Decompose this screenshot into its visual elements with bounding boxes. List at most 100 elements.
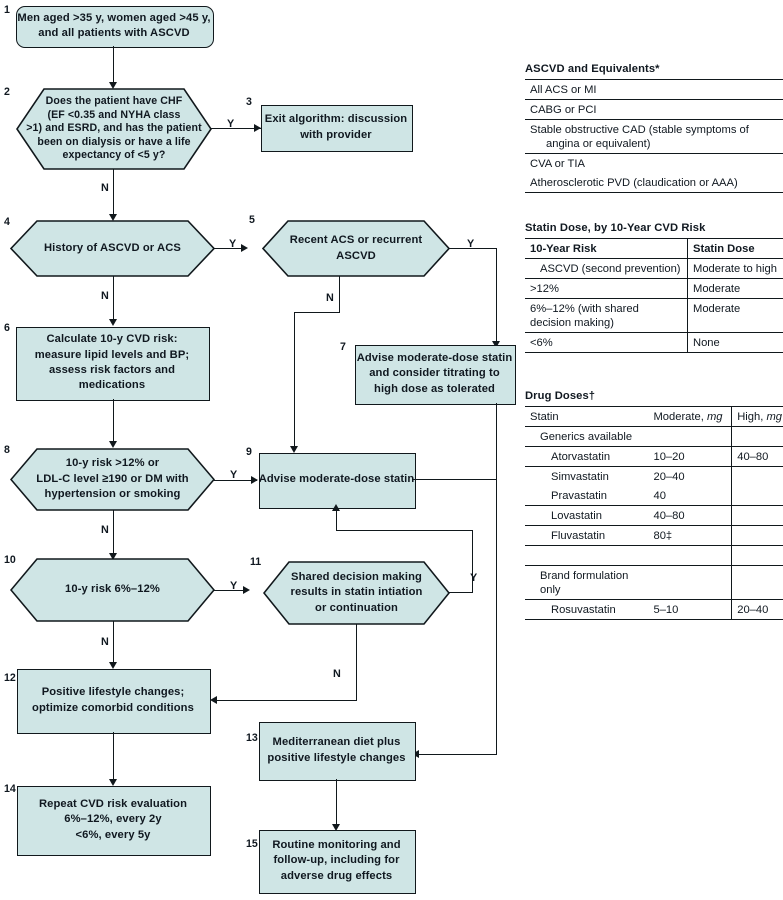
statin-dose-risk-1: >12%	[525, 278, 688, 299]
connector-4-to-6	[113, 276, 115, 322]
node-5-label: Recent ACS or recurrent ASCVD	[289, 234, 423, 262]
table-row: Stable obstructive CAD (stable symptoms …	[525, 119, 783, 154]
branch-label-5-yes: Y	[467, 238, 475, 250]
table-row: ASCVD (second prevention) Moderate to hi…	[525, 258, 783, 279]
table-statin-dose-grid: 10-Year Risk Statin Dose ASCVD (second p…	[525, 238, 783, 353]
drug-high-8: 20–40	[731, 599, 783, 620]
branch-label-4-yes: Y	[229, 238, 237, 250]
ascvd-row-1: CABG or PCI	[525, 99, 783, 120]
statin-dose-dose-2: Moderate	[687, 298, 783, 333]
table-header-row: 10-Year Risk Statin Dose	[525, 238, 783, 259]
node-5-decision-recent-acs[interactable]: Recent ACS or recurrent ASCVD	[262, 220, 450, 277]
drug-high-3	[731, 486, 783, 506]
branch-label-8-no: N	[101, 524, 109, 536]
node-1-population[interactable]: Men aged >35 y, women aged >45 y, and al…	[16, 6, 214, 48]
connector-8-to-9	[214, 480, 257, 482]
drug-moderate-0	[648, 426, 732, 447]
table-row: Lovastatin 40–80	[525, 505, 783, 526]
statin-dose-dose-3: None	[687, 332, 783, 353]
node-3-exit-algorithm[interactable]: Exit algorithm: discussion with provider	[261, 105, 413, 152]
connector-7-to-13-v	[495, 403, 497, 755]
drug-high-2	[731, 466, 783, 486]
arrowhead-4-to-5	[241, 244, 248, 253]
ascvd-row-0: All ACS or MI	[525, 79, 783, 100]
node-14-shape	[17, 786, 211, 856]
arrowhead-6-to-8	[109, 441, 117, 448]
drug-high-0	[731, 426, 783, 447]
connector-12-to-14	[113, 732, 115, 782]
node-10-decision-risk-mid[interactable]: 10-y risk 6%–12%	[10, 558, 215, 622]
connector-6-to-8	[113, 399, 115, 444]
connector-11-yes-h2	[336, 530, 473, 532]
node-15-routine-monitoring[interactable]: Routine monitoring and follow-up, includ…	[259, 830, 416, 894]
connector-11-yes-v2	[336, 511, 338, 531]
table-row: Fluvastatin 80‡	[525, 525, 783, 546]
node-7-advise-statin-titrate[interactable]: Advise moderate-dose statin and consider…	[355, 345, 516, 405]
drug-moderate-1: 10–20	[648, 446, 732, 467]
drug-moderate-5: 80‡	[648, 525, 732, 546]
arrowhead-2-to-3	[254, 124, 261, 133]
connector-4-to-5	[214, 248, 246, 250]
node-7-label: Advise moderate-dose statin and consider…	[356, 351, 513, 395]
table-drug-doses-title: Drug Doses†	[525, 390, 596, 402]
connector-5-no-v2	[294, 312, 296, 449]
arrowhead-10-to-12	[109, 662, 117, 669]
branch-label-10-yes: Y	[230, 580, 238, 592]
node-13-mediterranean-diet[interactable]: Mediterranean diet plus positive lifesty…	[259, 722, 416, 781]
connector-5-no-v1	[339, 276, 341, 313]
branch-label-10-no: N	[101, 636, 109, 648]
node-1-shape	[16, 6, 214, 48]
node-15-shape	[259, 830, 416, 894]
table-statin-dose: Statin Dose, by 10-Year CVD Risk 10-Year…	[525, 222, 783, 353]
connector-9-to-right-rail	[413, 479, 496, 481]
connector-11-no-v	[356, 624, 358, 701]
statin-dose-risk-2-line1: 6%–12% (with shared	[530, 302, 639, 315]
connector-11-no-h	[215, 700, 357, 702]
drug-moderate-4: 40–80	[648, 505, 732, 526]
node-number-14: 14	[4, 783, 16, 795]
statin-dose-risk-3: <6%	[525, 332, 688, 353]
table-drug-doses-grid: Statin Moderate, mg High, mg Generics av…	[525, 406, 783, 620]
node-8-shape	[10, 448, 215, 511]
node-8-decision-risk-high[interactable]: 10-y risk >12% or LDL-C level ≥190 or DM…	[10, 448, 215, 511]
table-row: CABG or PCI	[525, 99, 783, 120]
table-row: Atorvastatin 10–20 40–80	[525, 446, 783, 467]
node-12-label: Positive lifestyle changes; optimize com…	[32, 686, 194, 714]
drug-header-statin: Statin	[525, 406, 649, 427]
connector-2-to-3	[211, 128, 261, 130]
ascvd-row-4: Atherosclerotic PVD (claudication or AAA…	[525, 173, 783, 193]
drug-name-2: Simvastatin	[551, 470, 609, 483]
node-9-advise-moderate-statin[interactable]: Advise moderate-dose statin	[259, 453, 416, 509]
table-row: Simvastatin 20–40	[525, 466, 783, 486]
node-4-decision-history-ascvd[interactable]: History of ASCVD or ACS	[10, 220, 215, 277]
arrowhead-10-to-11	[243, 586, 250, 595]
connector-10-to-12	[113, 621, 115, 665]
table-ascvd-equivalents: ASCVD and Equivalents* All ACS or MI CAB…	[525, 63, 783, 193]
branch-label-11-yes: Y	[470, 572, 478, 584]
connector-5-no-h	[294, 312, 340, 314]
node-number-8: 8	[4, 444, 10, 456]
node-number-10: 10	[4, 554, 16, 566]
node-5-shape	[262, 220, 450, 277]
drug-name-5: Fluvastatin	[525, 525, 649, 546]
branch-label-2-no: N	[101, 182, 109, 194]
table-ascvd-grid: All ACS or MI CABG or PCI Stable obstruc…	[525, 79, 783, 193]
connector-5-yes-v	[495, 248, 497, 345]
node-6-calculate-risk[interactable]: Calculate 10-y CVD risk: measure lipid l…	[16, 327, 210, 401]
node-2-decision-chf-esrd[interactable]: Does the patient have CHF (EF <0.35 and …	[16, 88, 212, 170]
statin-dose-header-dose: Statin Dose	[687, 238, 783, 259]
node-11-label: Shared decision making results in statin…	[290, 570, 423, 614]
node-3-label: Exit algorithm: discussion with provider	[264, 113, 408, 141]
node-11-decision-shared[interactable]: Shared decision making results in statin…	[263, 561, 450, 625]
node-12-lifestyle-changes[interactable]: Positive lifestyle changes; optimize com…	[17, 669, 211, 734]
drug-name-4: Lovastatin	[525, 505, 649, 526]
drug-name-0: Generics available	[525, 426, 649, 447]
connector-7-to-13-h	[416, 754, 496, 756]
node-13-shape	[259, 722, 416, 781]
drug-high-7	[731, 565, 783, 600]
table-ascvd-title: ASCVD and Equivalents*	[525, 63, 660, 75]
connector-13-to-15	[336, 779, 338, 827]
connector-11-yes-h1	[449, 592, 473, 594]
drug-name-6	[525, 545, 649, 566]
node-14-repeat-risk-evaluation[interactable]: Repeat CVD risk evaluation 6%–12%, every…	[17, 786, 211, 856]
